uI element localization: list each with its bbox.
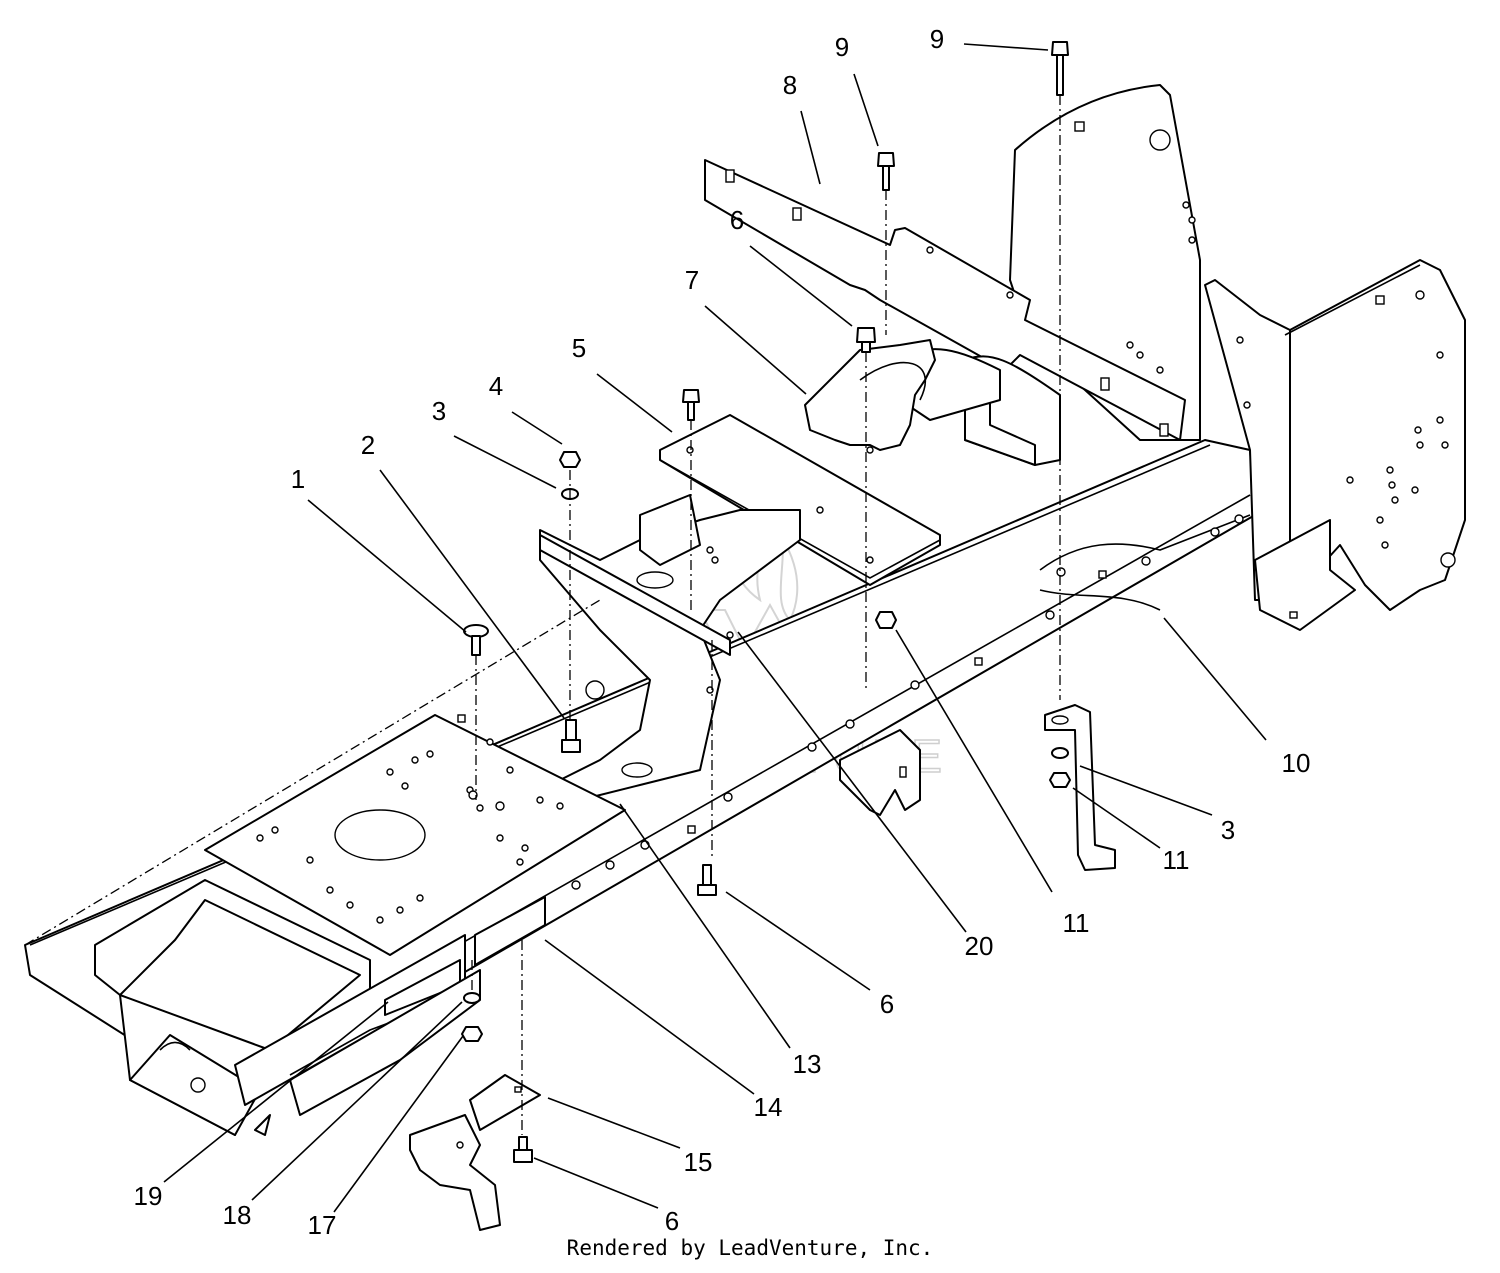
- callout-8: 8: [783, 70, 797, 100]
- callout-3: 3: [432, 396, 446, 426]
- callout-5: 5: [572, 333, 586, 363]
- parts-diagram: LEADVENTURE: [24, 24, 1466, 1235]
- callout-4: 4: [489, 371, 503, 401]
- callout-20: 20: [965, 931, 994, 961]
- bolts-1-2: [463, 624, 581, 753]
- bolts-6: [513, 327, 876, 1163]
- rear-right-bracket: [1204, 259, 1466, 631]
- callout-6: 6: [665, 1206, 679, 1235]
- nuts-washers: [461, 451, 1071, 1042]
- callout-11: 11: [1163, 845, 1190, 875]
- bolts-9: [877, 41, 1069, 191]
- bracket-5: [659, 414, 941, 586]
- callout-6: 6: [730, 205, 744, 235]
- callout-7: 7: [685, 265, 699, 295]
- callout-10: 10: [1282, 748, 1311, 778]
- callout-11: 11: [1063, 908, 1090, 938]
- callout-15: 15: [684, 1147, 713, 1177]
- callout-17: 17: [308, 1210, 337, 1235]
- footer-credit: Rendered by LeadVenture, Inc.: [566, 1236, 934, 1260]
- callout-2: 2: [361, 430, 375, 460]
- callout-9: 9: [930, 24, 944, 54]
- callout-19: 19: [134, 1181, 163, 1211]
- crossbar: [704, 159, 1186, 441]
- callout-13: 13: [793, 1049, 822, 1079]
- callout-3: 3: [1221, 815, 1235, 845]
- front-frame: [94, 879, 546, 1136]
- callout-1: 1: [291, 464, 305, 494]
- plate-7: [804, 339, 936, 451]
- callout-9: 9: [835, 32, 849, 62]
- callout-14: 14: [754, 1092, 783, 1122]
- leader-lines: [163, 43, 1267, 1213]
- center-bracket: [539, 494, 801, 801]
- callout-6: 6: [880, 989, 894, 1019]
- hanger-bracket: [1044, 704, 1116, 871]
- callout-18: 18: [223, 1200, 252, 1230]
- centerlines: [24, 95, 1061, 1135]
